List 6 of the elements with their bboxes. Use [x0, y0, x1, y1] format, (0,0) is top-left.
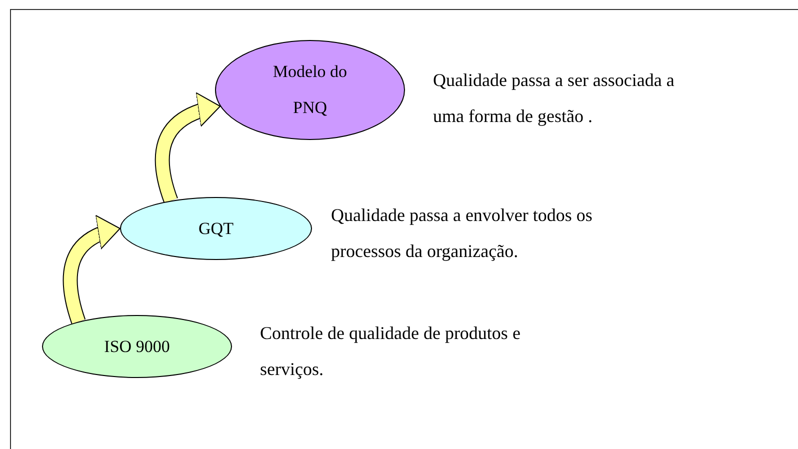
description-text: Qualidade passa a ser associada a uma forma de gestão .: [433, 69, 676, 128]
description-text: Qualidade passa a envolver todos os processos da organização.: [331, 204, 594, 263]
node-label: ISO 9000: [103, 336, 171, 358]
node-label: Modelo do PNQ: [272, 61, 348, 119]
node-label: GQT: [198, 218, 234, 240]
description-text: Controle de qualidade de produtos e serviços.: [260, 322, 522, 381]
